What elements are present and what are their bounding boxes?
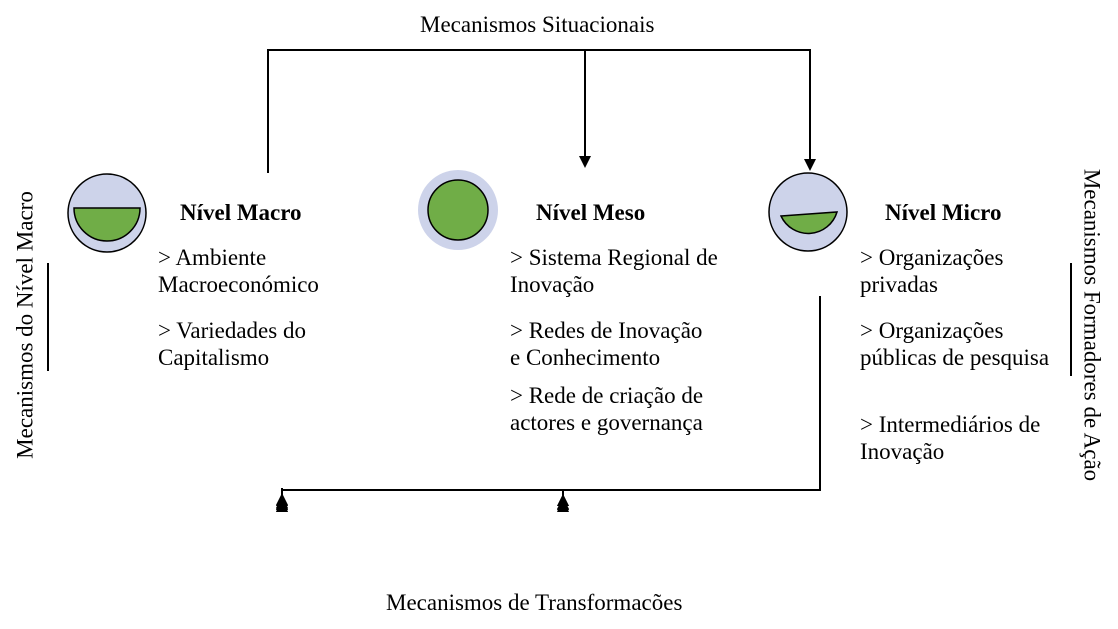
arrow-down-icon (804, 159, 816, 171)
meso-item: > Redes de Inovação e Conhecimento (510, 318, 703, 370)
right-bar (1070, 263, 1072, 376)
left-bar (47, 263, 49, 371)
macro-title: Nível Macro (180, 200, 302, 225)
micro-item: > Organizações privadas (860, 245, 1004, 297)
arrow-down-icon (579, 156, 591, 168)
bottom-label: Mecanismos de Transformacões (386, 590, 683, 615)
top-connector (267, 49, 816, 173)
meso-title: Nível Meso (536, 200, 646, 225)
meso-level-icon (417, 169, 499, 256)
macro-item: > Variedades do Capitalismo (158, 318, 306, 370)
macro-item: > Ambiente Macroeconómico (158, 245, 319, 297)
micro-item: > Organizações públicas de pesquisa (860, 318, 1050, 370)
top-label: Mecanismos Situacionais (420, 12, 655, 37)
meso-item: > Sistema Regional de Inovação (510, 245, 718, 297)
meso-item: > Rede de criação de actores e governanç… (510, 383, 704, 435)
micro-item: > Intermediários de Inovação (860, 412, 1041, 464)
micro-level-icon (767, 171, 849, 258)
micro-title: Nível Micro (885, 200, 1002, 225)
macro-level-icon (66, 172, 148, 259)
